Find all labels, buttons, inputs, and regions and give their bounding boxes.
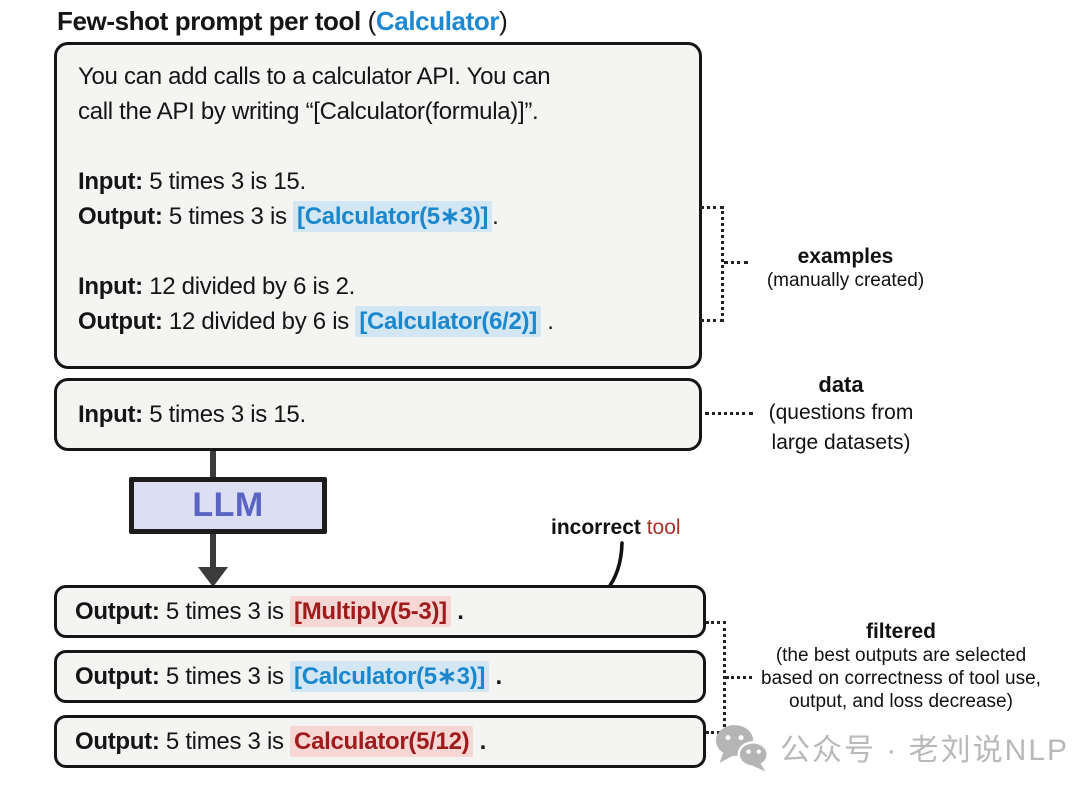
wechat-icon (715, 725, 769, 772)
output-row-correct: Output: 5 times 3 is [Calculator(5∗3)] . (54, 650, 706, 703)
output-suffix: . (492, 203, 499, 230)
data-input-line: Input: 5 times 3 is 15. (78, 401, 306, 429)
calculator-call-highlight: [Calculator(6/2)] (355, 306, 541, 337)
input-label: Input: (78, 273, 143, 300)
output-line: Output: 5 times 3 is [Multiply(5-3)] . (75, 595, 464, 627)
examples-bracket-vertical-line (721, 206, 724, 322)
output-row-malformed: Output: 5 times 3 is Calculator(5/12) . (54, 715, 706, 768)
examples-bracket-bottom-line (700, 319, 724, 322)
flow-line-input-to-llm (210, 451, 216, 478)
input-label: Input: (78, 400, 143, 428)
output-label: Output: (75, 663, 160, 690)
blank-line (78, 129, 699, 164)
output-suffix: . (450, 597, 464, 625)
title-paren-open: ( (367, 6, 377, 36)
example1-input-line: Input: 5 times 3 is 15. (78, 164, 699, 199)
input-text: 5 times 3 is 15. (142, 400, 306, 428)
output-prefix: 5 times 3 is (159, 727, 291, 755)
filtered-bracket-bottom-line (706, 731, 726, 734)
output-prefix: 5 times 3 is (162, 203, 294, 230)
data-input-box: Input: 5 times 3 is 15. (54, 378, 702, 451)
title-tool-name: Calculator (375, 6, 500, 36)
output-prefix: 12 divided by 6 is (162, 308, 356, 335)
examples-bracket-mid-line (724, 261, 748, 264)
filtered-annotation: filtered (the best outputs are selected … (745, 620, 1057, 713)
output-suffix: . (489, 663, 502, 690)
incorrect-label-bold: incorrect (551, 516, 641, 539)
filtered-bracket-vertical-line (723, 621, 726, 733)
filtered-annotation-subtitle: (the best outputs are selected (775, 645, 1027, 666)
down-arrow-icon (198, 567, 228, 587)
flow-line-llm-to-output (210, 534, 216, 568)
page-title: Few-shot prompt per tool (Calculator) (57, 6, 508, 37)
filtered-bracket-top-line (706, 621, 726, 624)
output-suffix: . (473, 727, 487, 755)
llm-box: LLM (129, 477, 327, 534)
instruction-line: You can add calls to a calculator API. Y… (78, 63, 551, 90)
output-label: Output: (75, 727, 160, 755)
output-line: Output: 5 times 3 is Calculator(5/12) . (75, 725, 487, 757)
llm-label: LLM (192, 486, 264, 524)
examples-annotation-subtitle: (manually created) (766, 270, 925, 291)
calculator-call-highlight: [Calculator(5∗3)] (293, 201, 493, 232)
data-annotation-title: data (818, 372, 864, 397)
filtered-annotation-title: filtered (865, 620, 936, 643)
output-label: Output: (75, 597, 160, 625)
calculator-call-highlight: Calculator(5/12) (290, 725, 474, 757)
input-text: 12 divided by 6 is 2. (142, 273, 356, 300)
calculator-call-highlight: [Calculator(5∗3)] (290, 661, 490, 692)
watermark: 公众号 · 老刘说NLP (714, 722, 1069, 772)
data-annotation-subtitle: large datasets) (771, 431, 911, 454)
filtered-annotation-subtitle: based on correctness of tool use, (761, 668, 1041, 689)
output-label: Output: (78, 203, 163, 230)
blank-line (78, 234, 699, 269)
examples-bracket-top-line (700, 206, 724, 209)
output-prefix: 5 times 3 is (159, 597, 291, 625)
filtered-annotation-subtitle: output, and loss decrease) (789, 691, 1013, 712)
example2-input-line: Input: 12 divided by 6 is 2. (78, 269, 699, 304)
filtered-bracket-mid-line (726, 676, 752, 679)
incorrect-tool-annotation: incorrect tool (551, 516, 681, 540)
output-prefix: 5 times 3 is (159, 663, 291, 690)
multiply-call-highlight: [Multiply(5-3)] (290, 595, 451, 627)
title-main: Few-shot prompt per tool (57, 6, 368, 36)
data-connector-line (705, 412, 753, 415)
input-label: Input: (78, 168, 143, 195)
examples-annotation-title: examples (797, 245, 894, 268)
output-suffix: . (540, 308, 554, 335)
data-annotation-subtitle: (questions from (768, 401, 914, 424)
title-paren-close: ) (499, 6, 508, 36)
watermark-text: 公众号 · 老刘说NLP (780, 734, 1070, 767)
output-row-incorrect-tool: Output: 5 times 3 is [Multiply(5-3)] . (54, 585, 706, 638)
instruction-line: call the API by writing “[Calculator(for… (78, 98, 539, 125)
incorrect-label-tool: tool (640, 516, 681, 539)
data-annotation: data (questions from large datasets) (752, 372, 930, 458)
few-shot-prompt-box: You can add calls to a calculator API. Y… (54, 42, 702, 369)
example2-output-line: Output: 12 divided by 6 is [Calculator(6… (78, 304, 699, 339)
examples-annotation: examples (manually created) (763, 245, 928, 293)
example1-output-line: Output: 5 times 3 is [Calculator(5∗3)]. (78, 199, 699, 234)
input-text: 5 times 3 is 15. (142, 168, 306, 195)
output-line: Output: 5 times 3 is [Calculator(5∗3)] . (75, 661, 502, 692)
output-label: Output: (78, 308, 163, 335)
